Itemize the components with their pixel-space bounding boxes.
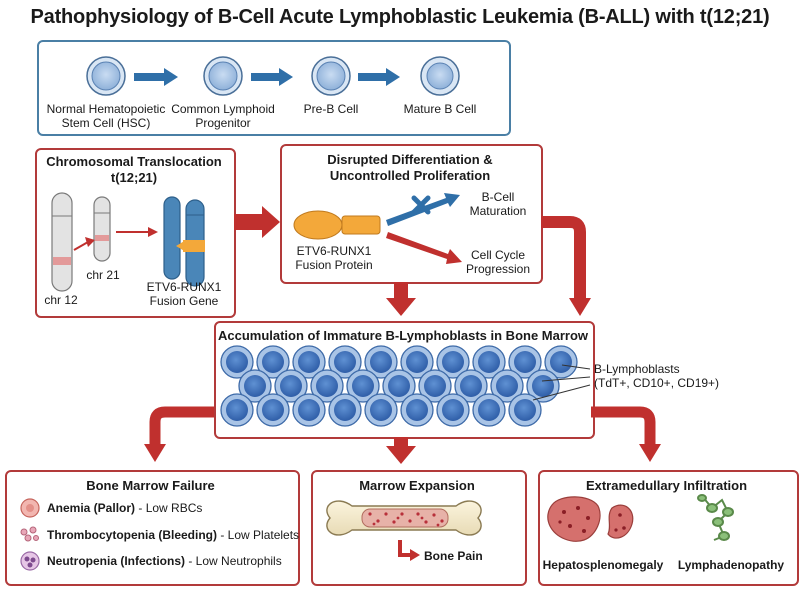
fusion-protein-icon	[293, 210, 381, 240]
translocation-header: Chromosomal Translocation t(12;21)	[46, 154, 222, 185]
disrupted-header: Disrupted Differentiation & Uncontrolled…	[327, 152, 493, 183]
lymphoblast-cluster	[220, 345, 578, 427]
blocked-maturation-arrow	[386, 193, 460, 226]
arrow-right-branch	[541, 216, 586, 300]
fusion-gene-label: ETV6-RUNX1 Fusion Gene	[146, 280, 222, 308]
spleen-icon	[607, 504, 634, 539]
neutrophil-icon	[20, 551, 40, 571]
platelet-icon	[20, 526, 39, 542]
lymphoblast-nucleus	[334, 399, 356, 421]
lymphoblast-nucleus	[370, 351, 392, 373]
lymphoblast-nucleus	[406, 351, 428, 373]
blast-label: B-Lymphoblasts (TdT+, CD10+, CD19+)	[594, 362, 720, 390]
chr21-label: chr 21	[86, 268, 120, 282]
lymphoblast-nucleus	[370, 399, 392, 421]
lymphoblast-nucleus	[334, 351, 356, 373]
lymphoblast-nucleus	[514, 399, 536, 421]
page-title: Pathophysiology of B-Cell Acute Lymphobl…	[30, 6, 770, 28]
marrow-failure-panel	[5, 470, 300, 586]
lymphoblast-nucleus	[478, 399, 500, 421]
normal-cell-mature-b	[420, 56, 460, 96]
arrow-down-center	[386, 282, 416, 316]
stage-label-preb: Pre-B Cell	[303, 102, 359, 116]
lymphoblast-nucleus	[244, 375, 266, 397]
lymphoblast-nucleus	[550, 351, 572, 373]
lymphoblast-nucleus	[298, 399, 320, 421]
stage-label-hsc: Normal Hematopoietic Stem Cell (HSC)	[46, 102, 166, 130]
normal-cell-hsc	[86, 56, 126, 96]
lymphoblast-nucleus	[316, 375, 338, 397]
rbc-icon	[20, 498, 40, 518]
normal-cell-preb	[311, 56, 351, 96]
accumulation-header: Accumulation of Immature B-Lymphoblasts …	[217, 328, 589, 343]
normal-cell-clp	[203, 56, 243, 96]
translocation-arrows	[73, 227, 158, 251]
chromosome-21	[93, 196, 111, 262]
arrows-to-outcomes	[144, 406, 661, 464]
lymphoblast-nucleus	[262, 399, 284, 421]
lymphoblast-nucleus	[406, 399, 428, 421]
lymphoblast-nucleus	[226, 351, 248, 373]
bone-pain-label: Bone Pain	[424, 549, 483, 563]
lymphoblast-nucleus	[514, 351, 536, 373]
bone-pain-arrow	[398, 540, 420, 561]
extramedullary-header: Extramedullary Infiltration	[585, 478, 748, 493]
lymphoblast-nucleus	[280, 375, 302, 397]
marrow-failure-header: Bone Marrow Failure	[86, 478, 215, 493]
stage-label-clp: Common Lymphoid Progenitor	[171, 102, 275, 130]
lymphoblast-nucleus	[352, 375, 374, 397]
liver-icon	[547, 496, 601, 542]
lymphoblast-nucleus	[532, 375, 554, 397]
chromosome-12	[51, 192, 73, 292]
anemia-item: Anemia (Pallor) - Low RBCs	[47, 501, 203, 515]
marrow-expansion-header: Marrow Expansion	[359, 478, 475, 493]
fusion-chromosomes	[163, 196, 205, 287]
lymphoblast-nucleus	[460, 375, 482, 397]
arrow-translocation-to-disrupted	[234, 206, 280, 238]
lymphoblast-nucleus	[496, 375, 518, 397]
lymphoblast-nucleus	[298, 351, 320, 373]
neutropenia-item: Neutropenia (Infections) - Low Neutrophi…	[47, 554, 282, 568]
lymphoblast-nucleus	[226, 399, 248, 421]
stage-label-mature-b: Mature B Cell	[403, 102, 477, 116]
cell-cycle-label: Cell Cycle Progression	[465, 248, 531, 276]
bone-icon	[326, 500, 482, 536]
lymphoblast-nucleus	[442, 351, 464, 373]
lymphoblast-nucleus	[262, 351, 284, 373]
lymphoblast-nucleus	[388, 375, 410, 397]
lymphadenopathy-label: Lymphadenopathy	[677, 558, 785, 572]
fusion-protein-label: ETV6-RUNX1 Fusion Protein	[295, 244, 373, 272]
chr12-label: chr 12	[44, 293, 78, 307]
cell-cycle-arrow	[386, 232, 462, 264]
hepatosplenomegaly-label: Hepatosplenomegaly	[542, 558, 664, 572]
lymphoblast-nucleus	[442, 399, 464, 421]
normal-path-arrows	[134, 68, 400, 86]
thrombocytopenia-item: Thrombocytopenia (Bleeding) - Low Platel…	[47, 528, 300, 542]
lymphoblast-nucleus	[424, 375, 446, 397]
blast-label-lines	[532, 364, 591, 401]
lymphoblast-nucleus	[478, 351, 500, 373]
lymph-node-icon	[697, 494, 734, 541]
b-cell-maturation-label: B-Cell Maturation	[469, 190, 527, 218]
